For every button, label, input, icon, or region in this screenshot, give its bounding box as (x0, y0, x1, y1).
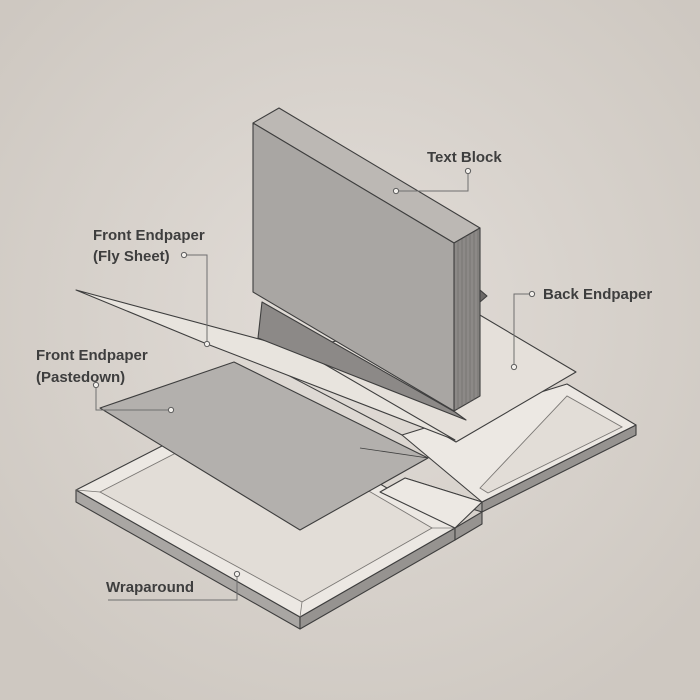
wraparound-right-board (401, 383, 637, 513)
label-text-block: Text Block (427, 149, 502, 166)
wraparound-left-board (75, 403, 456, 630)
front-endpaper-fly-sheet (75, 289, 456, 441)
label-front-endpaper-paste-line1: Front Endpaper (36, 347, 148, 364)
label-wraparound: Wraparound (106, 579, 194, 596)
label-back-endpaper: Back Endpaper (543, 286, 652, 303)
leader-lines (95, 171, 532, 601)
leader-text-block (396, 171, 469, 192)
label-front-endpaper-fly-line2: (Fly Sheet) (93, 248, 170, 265)
leader-pastedown (95, 385, 171, 411)
label-front-endpaper-fly-line1: Front Endpaper (93, 227, 205, 244)
label-front-endpaper-paste-line2: (Pastedown) (36, 369, 125, 386)
connector-dots (92, 167, 536, 578)
leader-back-endpaper (513, 293, 532, 367)
leader-fly-sheet (184, 254, 208, 344)
text-block (252, 107, 488, 421)
leader-wraparound (108, 574, 238, 601)
